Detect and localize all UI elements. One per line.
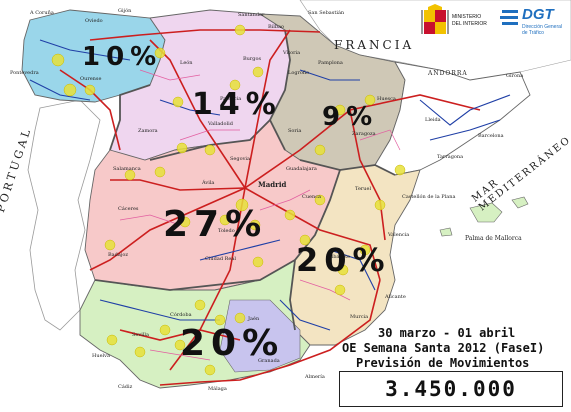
dgt-logo: DGT Dirección General de Tráfico: [500, 2, 570, 42]
city-label: Ávila: [201, 179, 214, 186]
coat-of-arms-icon: [421, 4, 449, 34]
city-label: Sevilla: [132, 332, 149, 338]
city-label: Zaragoza: [352, 131, 376, 137]
city-label: Castellón de la Plana: [402, 193, 455, 200]
city-label: Palma de Mallorca: [465, 235, 522, 242]
total-movements-value: 3.450.000: [385, 377, 517, 401]
zone-cataluna: [374, 61, 531, 176]
city-label: Bilbao: [268, 24, 284, 30]
dgt-subtitle-line1: Dirección General: [522, 24, 563, 30]
city-label: Salamanca: [113, 166, 141, 172]
city-label: Córdoba: [170, 311, 192, 318]
balearic-menorca: [511, 196, 529, 209]
city-label: Zamora: [138, 128, 158, 134]
ministerio-name-line1: MINISTERIO: [452, 14, 482, 20]
city-label: Teruel: [355, 186, 371, 192]
city-label: San Sebastián: [308, 9, 345, 16]
label-france: FRANCIA: [334, 38, 415, 52]
city-label: Gijón: [118, 7, 132, 14]
city-label: Madrid: [258, 180, 287, 189]
city-label: Barcelona: [478, 133, 504, 139]
city-label: Tarragona: [437, 154, 463, 160]
zone-percent-castilla-leon: 14%: [192, 87, 282, 122]
city-label: Valladolid: [207, 121, 234, 127]
city-label: Pamplona: [318, 60, 343, 66]
city-label: Badajoz: [108, 252, 128, 258]
primary-roads: [59, 29, 481, 386]
city-label: Segovia: [230, 156, 250, 162]
city-label: Cuenca: [302, 194, 321, 200]
city-label: Oviedo: [85, 18, 103, 24]
city-label: Alicante: [384, 294, 406, 300]
secondary-roads: [29, 39, 511, 331]
balearic-mallorca: [469, 202, 503, 223]
city-label: Pontevedra: [10, 70, 39, 76]
city-label: Ciudad Real: [205, 256, 236, 262]
city-label: León: [180, 59, 193, 66]
traffic-points: [51, 24, 406, 376]
dgt-subtitle-line2: de Tráfico: [522, 30, 544, 36]
balearic-ibiza: [439, 227, 453, 237]
label-andorra: ANDORRA: [428, 70, 468, 77]
city-label: Toledo: [218, 228, 235, 234]
dgt-emblem-icon: [500, 10, 518, 25]
city-label: Burgos: [243, 56, 261, 62]
local-roads: [119, 69, 401, 361]
city-label: Albacete: [327, 254, 350, 260]
city-label: Málaga: [208, 385, 227, 392]
ministerio-logo: MINISTERIO DEL INTERIOR: [418, 2, 490, 42]
city-label: Ourense: [80, 76, 101, 82]
city-label: Santander: [238, 12, 265, 18]
portugal-area: [27, 99, 101, 331]
forecast-title: Previsión de Movimientos: [356, 356, 530, 370]
city-label: Jaén: [247, 315, 260, 322]
city-label: Vitoria: [282, 50, 300, 56]
city-label: Girona: [506, 73, 523, 79]
city-labels: A Coruña Oviedo Gijón Santander Bilbao S…: [10, 7, 523, 392]
operation-dates: 30 marzo - 01 abril: [378, 326, 516, 340]
city-label: Palencia: [220, 96, 241, 102]
total-movements-box: 3.450.000: [339, 371, 563, 407]
zone-percent-galicia: 10%: [82, 42, 163, 72]
city-label: Lleida: [425, 117, 441, 123]
zone-percent-norte: 9%: [322, 102, 379, 132]
city-label: Soria: [288, 128, 301, 134]
operation-name: OE Semana Santa 2012 (FaseI): [342, 341, 545, 355]
city-label: Cáceres: [118, 205, 139, 212]
city-label: A Coruña: [29, 9, 54, 16]
ministerio-name-line2: DEL INTERIOR: [452, 21, 487, 27]
city-label: Huelva: [92, 353, 110, 359]
city-label: Almería: [304, 373, 325, 380]
city-label: Guadalajara: [286, 166, 317, 172]
city-label: Huesca: [377, 96, 396, 102]
dgt-title: DGT: [522, 6, 554, 23]
city-label: Valencia: [387, 232, 409, 238]
city-label: Granada: [258, 358, 280, 364]
city-label: Cádiz: [118, 383, 133, 390]
city-label: Murcia: [350, 314, 368, 320]
zone-percent-centro: 27%: [163, 204, 268, 245]
city-label: Logroño: [288, 69, 309, 76]
zone-percent-andalucia: 20%: [180, 323, 285, 364]
zone-percent-levante: 20%: [296, 241, 391, 279]
